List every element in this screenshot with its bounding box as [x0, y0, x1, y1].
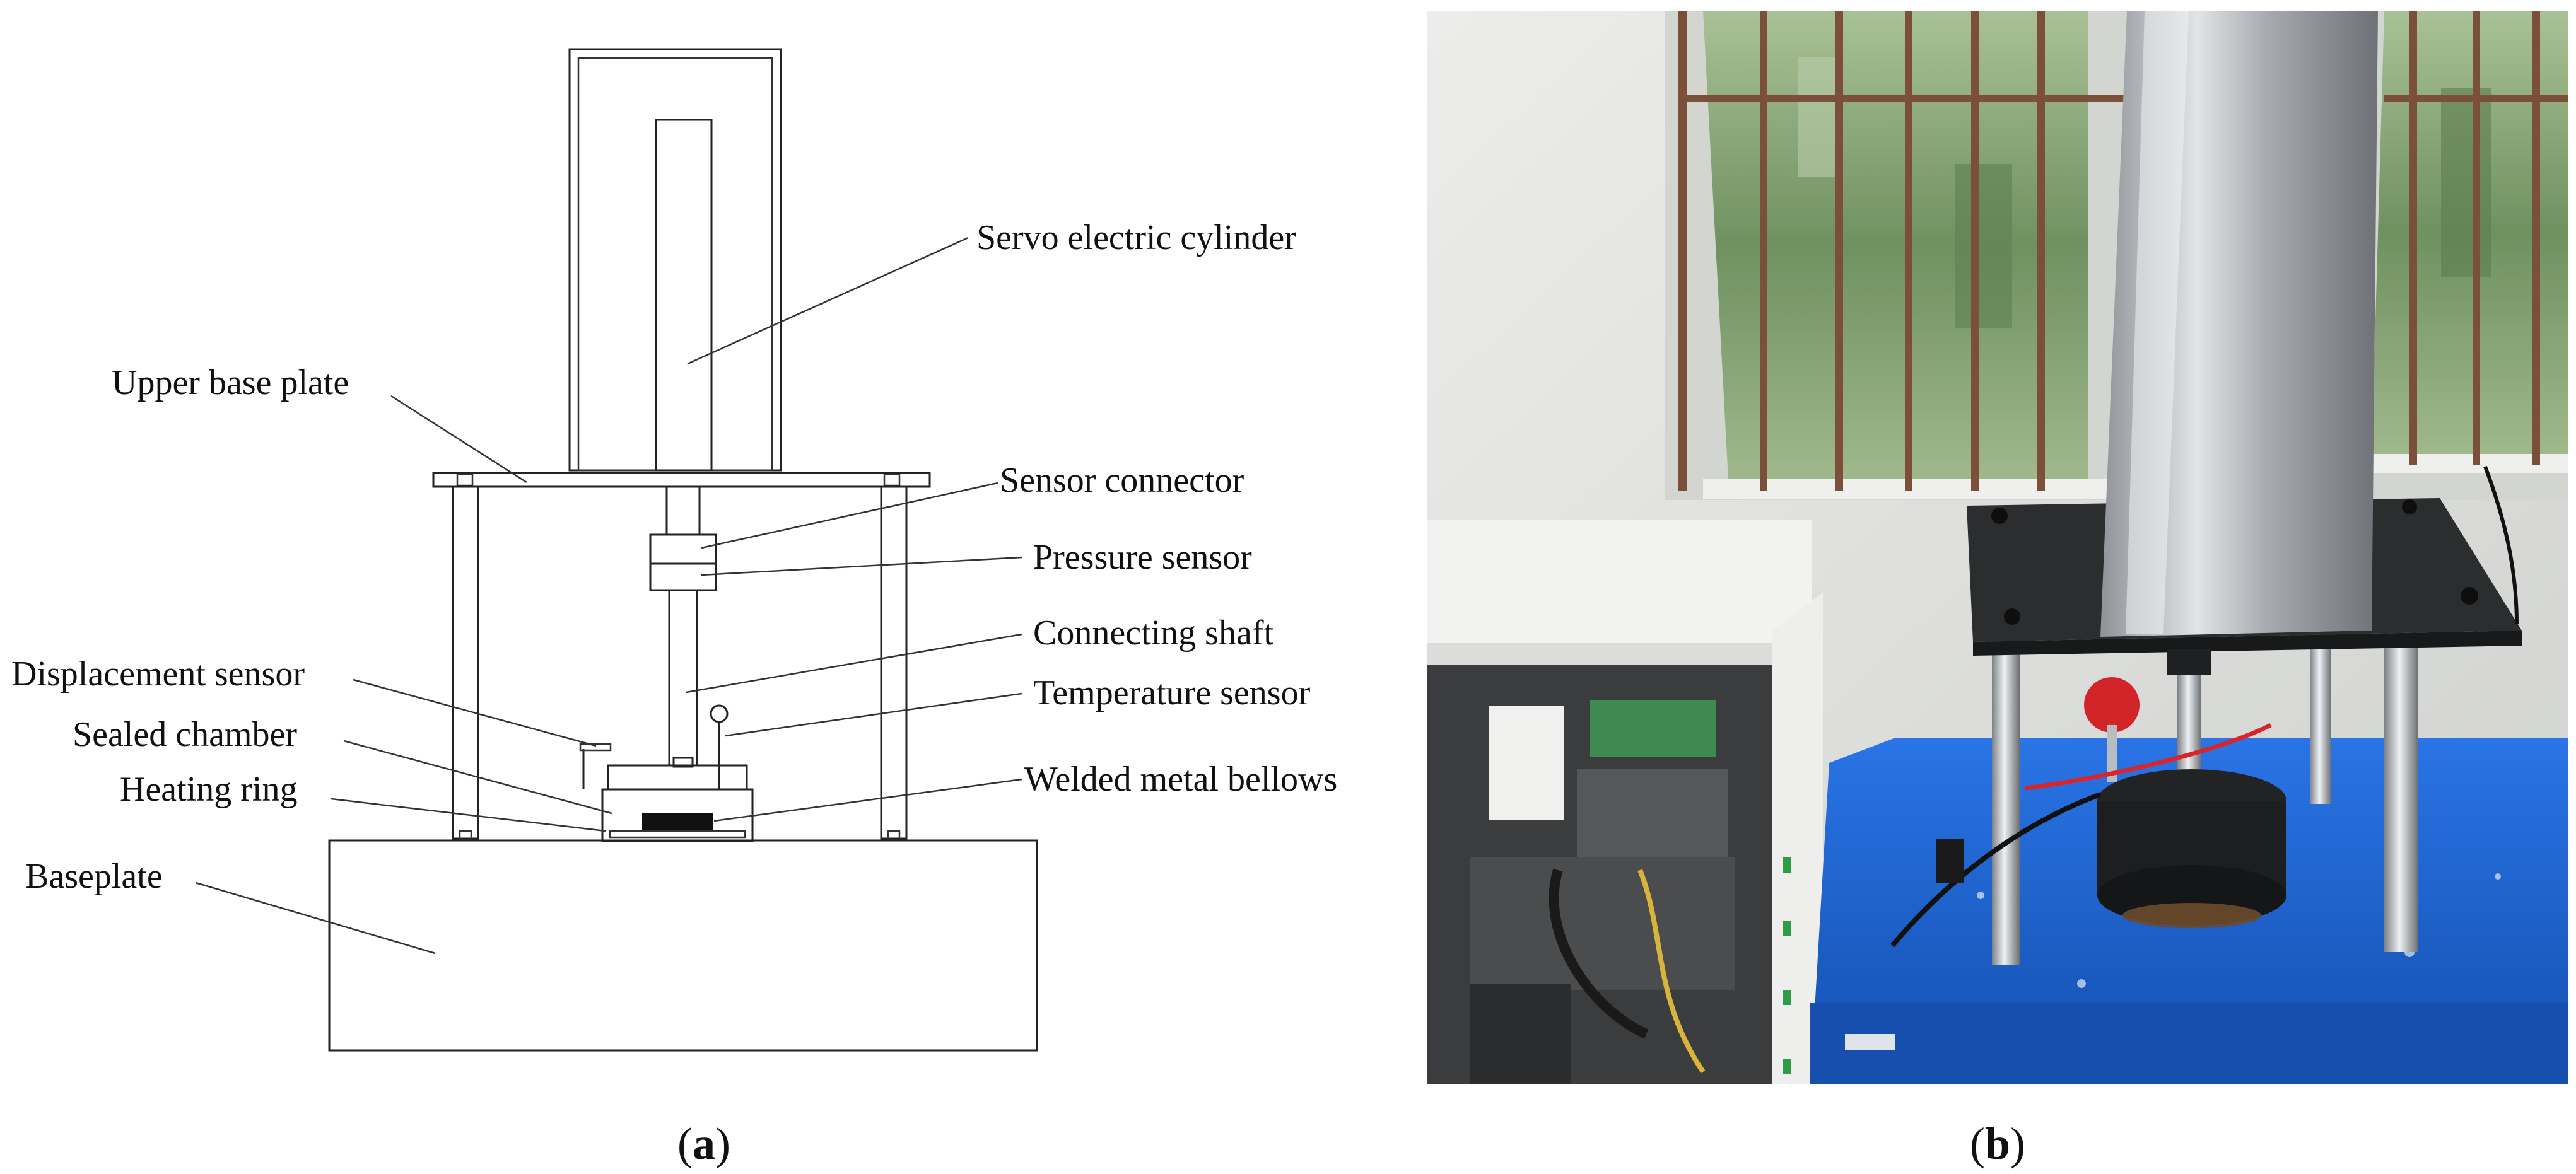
- photo-window: [1665, 11, 2568, 500]
- label-servo-electric-cylinder: Servo electric cylinder: [976, 218, 1296, 257]
- photo-column-front-left: [1992, 637, 2020, 965]
- leader-lines: [195, 236, 1022, 955]
- photo-red-valve: [2084, 677, 2140, 733]
- heating-ring: [609, 830, 746, 839]
- welded-metal-bellows: [642, 813, 713, 830]
- support-column-right: [880, 485, 908, 841]
- panel-b-photo: (b): [1427, 11, 2568, 1169]
- label-baseplate: Baseplate: [25, 857, 163, 896]
- connecting-shaft: [668, 589, 698, 767]
- photo-pressure-sensor: [2167, 649, 2211, 675]
- label-temperature-sensor: Temperature sensor: [1033, 673, 1311, 712]
- caption-b: (b): [1970, 1119, 2025, 1169]
- panel-a-schematic: Servo electric cylinder Upper base plate…: [11, 48, 1337, 1169]
- label-displacement-sensor: Displacement sensor: [11, 654, 305, 694]
- temperature-sensor: [710, 704, 729, 789]
- label-heating-ring: Heating ring: [120, 770, 297, 809]
- label-pressure-sensor: Pressure sensor: [1033, 538, 1252, 577]
- upper-base-plate: [432, 472, 931, 488]
- label-sensor-connector: Sensor connector: [1000, 461, 1244, 500]
- sensor-connector-flange: [649, 533, 717, 565]
- displacement-sensor: [579, 743, 612, 789]
- photo-column-back-right: [2310, 634, 2331, 804]
- servo-cylinder-housing: [568, 48, 782, 472]
- photo-control-cabinet: [1427, 520, 1823, 1084]
- support-column-left: [452, 485, 479, 841]
- servo-cylinder-rod: [655, 119, 713, 472]
- baseplate: [328, 839, 1038, 1052]
- pressure-sensor-block: [649, 562, 717, 591]
- photo-connector-box: [1936, 839, 1964, 883]
- label-connecting-shaft: Connecting shaft: [1033, 613, 1273, 653]
- label-sealed-chamber: Sealed chamber: [73, 715, 297, 754]
- label-upper-base-plate: Upper base plate: [112, 363, 349, 402]
- sensor-connector-block: [665, 485, 701, 536]
- photo-column-front-right: [2384, 637, 2418, 952]
- caption-a: (a): [677, 1119, 730, 1169]
- label-welded-metal-bellows: Welded metal bellows: [1024, 760, 1337, 799]
